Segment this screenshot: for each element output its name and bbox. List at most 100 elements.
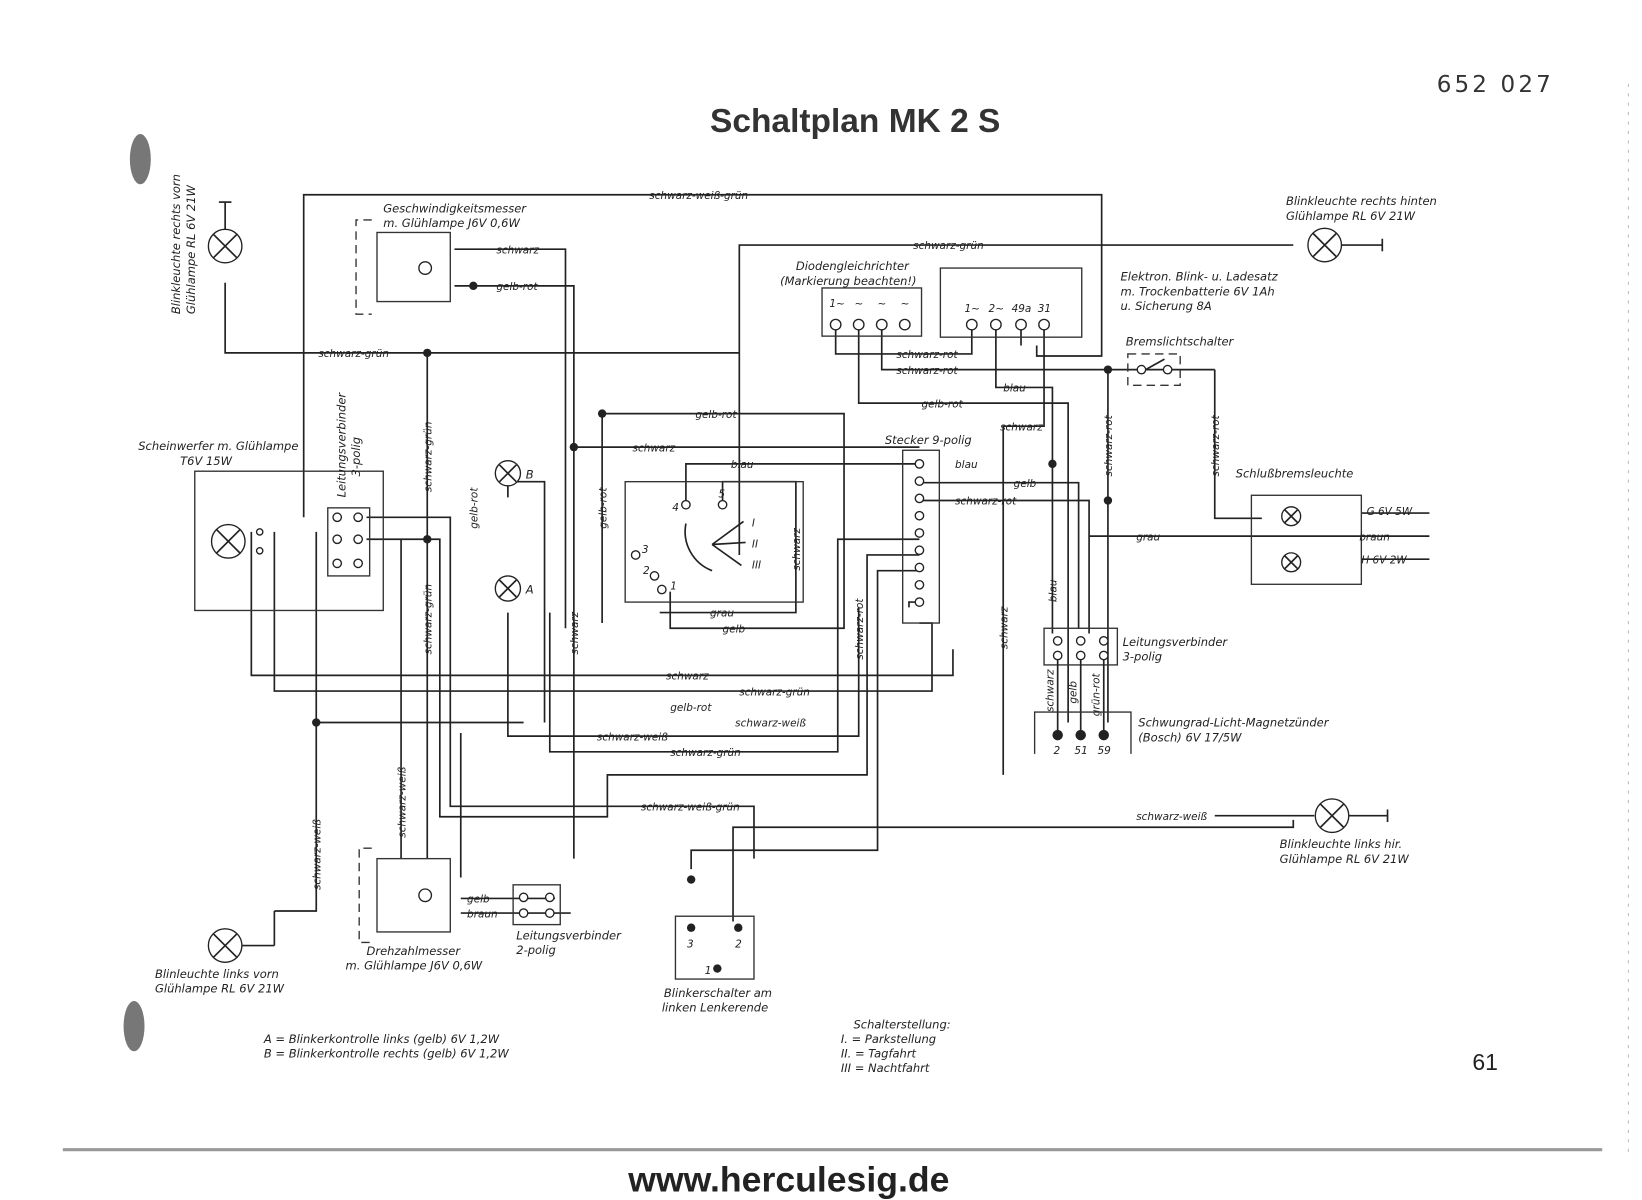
svg-text:II. = Tagfahrt: II. = Tagfahrt (841, 1047, 917, 1061)
svg-text:gelb-rot: gelb-rot (695, 409, 737, 421)
svg-text:59: 59 (1097, 745, 1111, 757)
svg-text:2: 2 (643, 565, 650, 577)
svg-text:schwarz-weiß: schwarz-weiß (735, 718, 806, 730)
svg-text:3: 3 (642, 544, 649, 556)
svg-text:~: ~ (901, 298, 910, 310)
headlight: Scheinwerfer m. Glühlampe T6V 15W (138, 439, 384, 612)
page-number: 61 (1472, 1049, 1498, 1075)
svg-text:schwarz: schwarz (1000, 421, 1043, 433)
turn-signal-switch: 3 2 1 Blinkerschalter am linken Lenkeren… (662, 915, 772, 1015)
svg-text:Glühlampe RL 6V 21W: Glühlampe RL 6V 21W (184, 184, 198, 314)
svg-text:schwarz-rot: schwarz-rot (896, 349, 958, 361)
svg-text:(Markierung beachten!): (Markierung beachten!) (780, 274, 916, 288)
svg-text:schwarz-grün: schwarz-grün (670, 747, 741, 759)
svg-text:Glühlampe RL 6V 21W: Glühlampe RL 6V 21W (155, 982, 285, 996)
svg-text:gelb-rot: gelb-rot (496, 281, 538, 293)
svg-text:schwarz-rot: schwarz-rot (1103, 414, 1115, 476)
svg-text:schwarz-rot: schwarz-rot (854, 598, 866, 660)
svg-text:schwarz-grün: schwarz-grün (913, 240, 984, 252)
svg-text:B = Blinkerkontrolle rechts (g: B = Blinkerkontrolle rechts (gelb) 6V 1,… (264, 1047, 509, 1061)
plug-pin (914, 597, 925, 607)
svg-text:A: A (525, 583, 534, 597)
svg-text:schwarz: schwarz (633, 442, 676, 454)
speedometer: Geschwindigkeitsmesser m. Glühlampe J6V … (355, 202, 527, 315)
svg-text:Schalterstellung:: Schalterstellung: (853, 1017, 950, 1031)
svg-text:schwarz-weiß: schwarz-weiß (1136, 811, 1207, 823)
connector-2pin: Leitungsverbinder 2-polig (512, 884, 622, 957)
svg-text:3: 3 (687, 939, 694, 951)
electronic-flasher-charger: 1~ 2~ 49a 31 Elektron. Blink- u. Ladesat… (939, 267, 1279, 338)
svg-text:Blinkleuchte links hir.: Blinkleuchte links hir. (1280, 837, 1402, 851)
svg-text:~: ~ (878, 298, 887, 310)
svg-text:1~: 1~ (829, 298, 844, 310)
svg-text:blau: blau (731, 459, 754, 471)
svg-text:schwarz: schwarz (666, 671, 709, 683)
svg-text:Glühlampe RL 6V 21W: Glühlampe RL 6V 21W (1286, 209, 1416, 223)
svg-text:(Bosch) 6V 17/5W: (Bosch) 6V 17/5W (1138, 730, 1242, 744)
svg-text:III: III (752, 560, 761, 572)
svg-text:gelb: gelb (723, 623, 746, 635)
plug-pin (914, 562, 925, 573)
svg-text:schwarz-grün: schwarz-grün (318, 348, 389, 360)
connector-3pin-right: Leitungsverbinder 3-polig schwarz gelb g… (1043, 627, 1229, 733)
plug-pin (914, 545, 925, 556)
svg-text:schwarz-grün: schwarz-grün (739, 686, 810, 698)
flywheel-magneto: 2 51 59 Schwungrad-Licht-Magnetzünder (B… (1033, 711, 1330, 757)
svg-text:schwarz-weiß: schwarz-weiß (396, 766, 408, 837)
plug-pin (914, 579, 925, 590)
legend: A = Blinkerkontrolle links (gelb) 6V 1,2… (263, 1017, 951, 1075)
svg-text:I: I (752, 518, 755, 530)
svg-text:Bremslichtschalter: Bremslichtschalter (1126, 335, 1235, 349)
svg-text:2: 2 (1053, 745, 1060, 757)
svg-text:schwarz: schwarz (998, 606, 1010, 649)
svg-text:u. Sicherung 8A: u. Sicherung 8A (1120, 299, 1211, 313)
svg-text:5: 5 (718, 488, 725, 500)
svg-text:schwarz-grün: schwarz-grün (422, 422, 434, 493)
svg-text:gelb: gelb (1014, 478, 1037, 490)
svg-text:gelb: gelb (467, 894, 490, 906)
junction-dots (312, 281, 1113, 884)
svg-text:gelb-rot: gelb-rot (670, 702, 712, 714)
connector-3pin-left: Leitungsverbinder 3-polig (327, 392, 371, 577)
svg-text:Glühlampe RL 6V 21W: Glühlampe RL 6V 21W (1280, 852, 1410, 866)
svg-text:blau: blau (955, 459, 978, 471)
svg-text:1: 1 (670, 581, 677, 593)
tachometer: Drehzahlmesser m. Glühlampe J6V 0,6W (346, 847, 483, 973)
footer-url: www.herculesig.de (627, 1160, 949, 1200)
svg-text:schwarz: schwarz (791, 528, 803, 571)
svg-text:Leitungsverbinder: Leitungsverbinder (1123, 635, 1229, 649)
svg-text:3-polig: 3-polig (1123, 650, 1163, 664)
svg-text:schwarz: schwarz (496, 244, 539, 256)
svg-text:Blinleuchte links vorn: Blinleuchte links vorn (155, 967, 279, 981)
svg-text:II: II (752, 539, 758, 551)
svg-text:Leitungsverbinder: Leitungsverbinder (516, 928, 622, 942)
diode-rectifier: Diodengleichrichter (Markierung beachten… (780, 259, 923, 337)
svg-text:1: 1 (705, 965, 712, 977)
brake-light-switch: Bremslichtschalter (1126, 335, 1235, 387)
svg-text:Diodengleichrichter: Diodengleichrichter (796, 259, 910, 273)
blinker-left-rear: Blinkleuchte links hir. Glühlampe RL 6V … (1214, 798, 1410, 866)
svg-text:schwarz-weiß: schwarz-weiß (311, 819, 323, 890)
svg-text:schwarz-weiß: schwarz-weiß (597, 731, 668, 743)
svg-text:B: B (526, 468, 534, 482)
svg-text:schwarz: schwarz (569, 611, 581, 654)
svg-text:schwarz: schwarz (1044, 669, 1056, 712)
svg-text:grün-rot: grün-rot (1091, 673, 1103, 717)
svg-text:blau: blau (1048, 579, 1060, 602)
svg-text:Schlußbremsleuchte: Schlußbremsleuchte (1236, 466, 1354, 480)
plug-pin (914, 528, 925, 538)
svg-text:Scheinwerfer m. Glühlampe: Scheinwerfer m. Glühlampe (138, 439, 298, 453)
svg-text:Leitungsverbinder: Leitungsverbinder (335, 392, 349, 498)
svg-text:Drehzahlmesser: Drehzahlmesser (367, 944, 462, 958)
svg-text:2: 2 (735, 939, 742, 951)
diagram-title: Schaltplan MK 2 S (710, 103, 1000, 140)
svg-text:gelb-rot: gelb-rot (922, 398, 964, 410)
svg-text:linken Lenkerende: linken Lenkerende (662, 1001, 768, 1015)
svg-text:4: 4 (672, 502, 679, 514)
svg-text:schwarz-weiß-grün: schwarz-weiß-grün (649, 190, 748, 202)
indicator-lamp-b: B (494, 460, 534, 487)
plug-9pin: Stecker 9-polig (885, 433, 972, 624)
svg-text:gelb-rot: gelb-rot (597, 487, 609, 529)
svg-text:Geschwindigkeitsmesser: Geschwindigkeitsmesser (383, 202, 527, 216)
svg-text:A = Blinkerkontrolle links (ge: A = Blinkerkontrolle links (gelb) 6V 1,2… (263, 1032, 500, 1046)
